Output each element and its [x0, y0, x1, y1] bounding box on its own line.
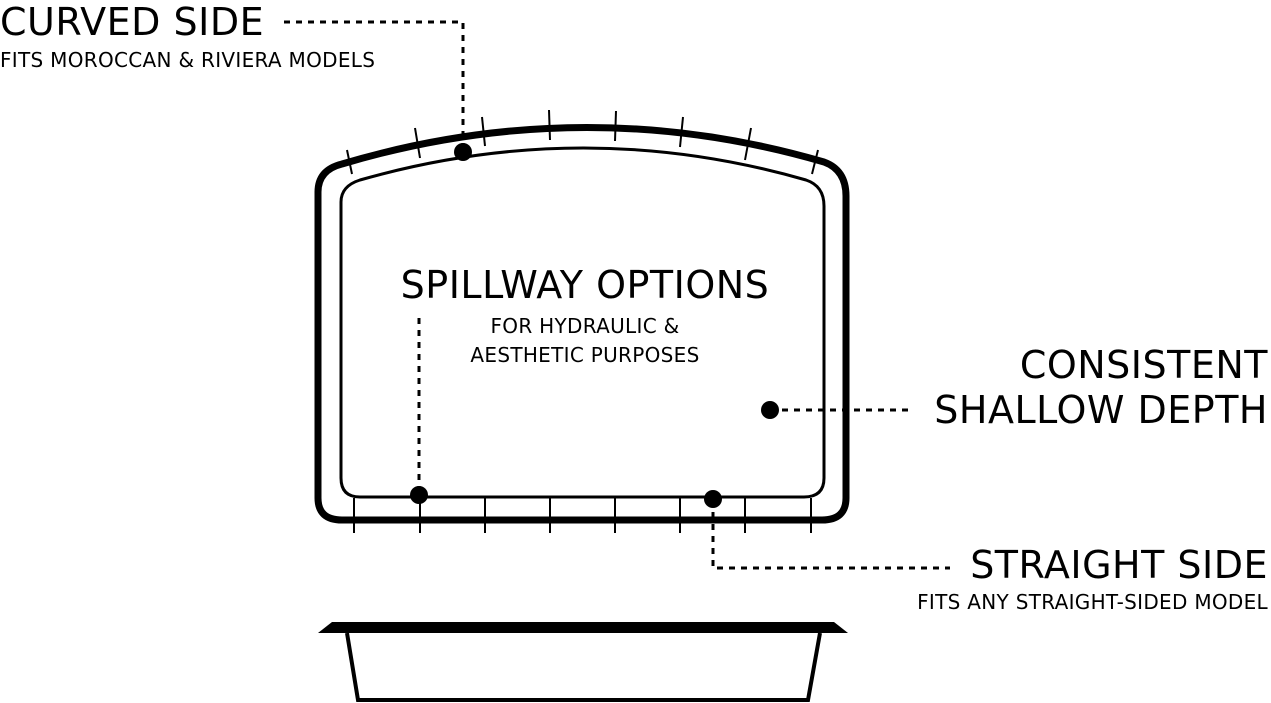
- spa-side-profile: [318, 622, 848, 702]
- curved-side-dot: [454, 143, 472, 161]
- straight-side-leader: [711, 500, 950, 570]
- depth-line-2: SHALLOW DEPTH: [934, 388, 1268, 432]
- spa-inner-outline: [339, 146, 826, 499]
- profile-rim: [318, 622, 848, 633]
- straight-side-subtitle: FITS ANY STRAIGHT-SIDED MODEL: [917, 590, 1268, 614]
- depth-dot: [761, 401, 779, 419]
- top-ticks: [346, 109, 819, 175]
- profile-basin: [345, 632, 822, 702]
- curved-side-subtitle: FITS MOROCCAN & RIVIERA MODELS: [0, 48, 376, 72]
- curved-side-title: CURVED SIDE: [0, 0, 265, 44]
- straight-side-dot: [704, 490, 722, 508]
- curved-side-leader: [284, 20, 465, 150]
- spa-outer-outline: [314, 124, 850, 524]
- spillway-title: SPILLWAY OPTIONS: [400, 263, 770, 307]
- callout-dots: [410, 143, 779, 508]
- spillway-dot: [410, 486, 428, 504]
- spillway-line-1: FOR HYDRAULIC &: [490, 314, 680, 338]
- spillway-line-2: AESTHETIC PURPOSES: [470, 343, 700, 367]
- straight-side-title: STRAIGHT SIDE: [970, 543, 1268, 587]
- depth-line-1: CONSISTENT: [1019, 343, 1268, 387]
- leader-lines: [284, 20, 950, 570]
